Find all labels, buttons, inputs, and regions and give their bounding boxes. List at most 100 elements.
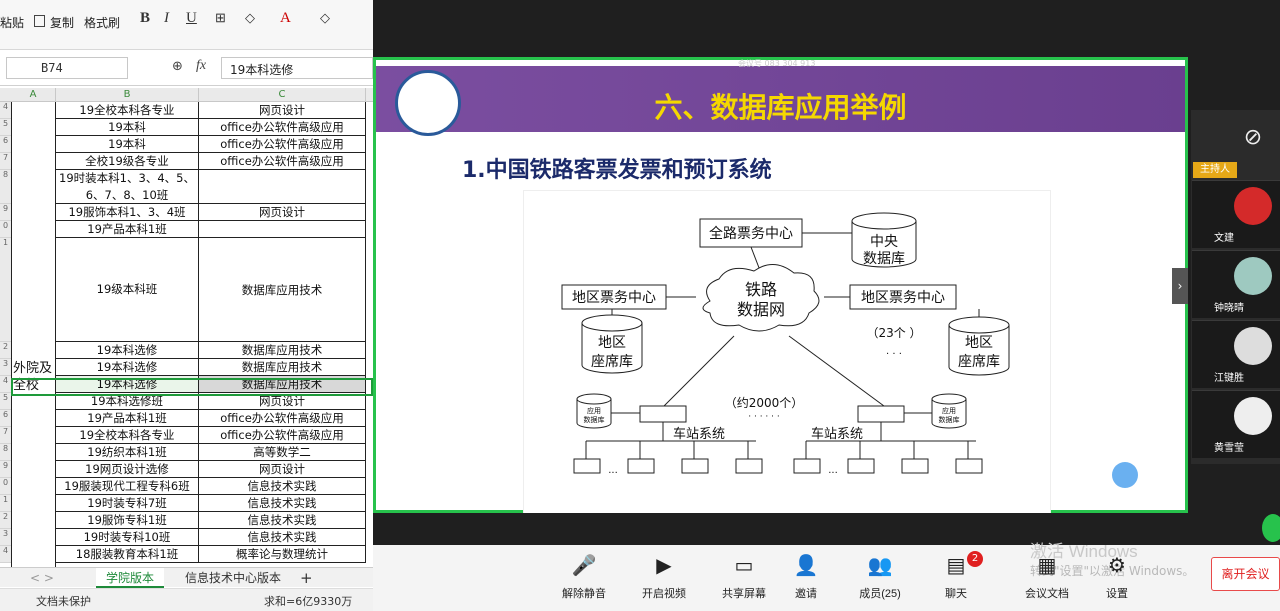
cell-c[interactable]: 数据库应用技术 [199, 376, 366, 393]
invite-button[interactable]: 👤邀请 [771, 545, 841, 611]
row-number[interactable]: 8 [0, 444, 11, 461]
floating-assist-button[interactable] [1112, 462, 1138, 488]
row-number[interactable]: 4 [0, 546, 11, 563]
cell-b[interactable]: 19服装现代工程专科6班 [56, 478, 199, 495]
start-video-button[interactable]: ▶开启视频 [629, 545, 699, 611]
cell-c[interactable]: 信息技术实践 [199, 495, 366, 512]
row-number[interactable]: 7 [0, 153, 11, 170]
fx-icon[interactable]: fx [196, 58, 207, 73]
cell-b[interactable]: 全校19级各专业 [56, 153, 199, 170]
cell-c[interactable]: 网页设计 [199, 461, 366, 478]
col-header-b[interactable]: B [56, 88, 199, 102]
cell-c[interactable]: 高等数学二 [199, 444, 366, 461]
cell-c[interactable]: 网页设计 [199, 102, 366, 119]
tab-info-center-version[interactable]: 信息技术中心版本 [185, 571, 282, 585]
cell-b[interactable]: 19时装专科10班 [56, 529, 199, 546]
cell-b[interactable]: 19全校本科各专业 [56, 427, 199, 444]
cell-c[interactable] [199, 221, 366, 238]
paste-button[interactable]: 粘贴 [0, 16, 25, 30]
row-number[interactable]: 9 [0, 204, 11, 221]
cell-b[interactable]: 19产品本科1班 [56, 410, 199, 427]
share-screen-button[interactable]: ▭共享屏幕 [709, 545, 779, 611]
cell-c[interactable]: 信息技术实践 [199, 512, 366, 529]
bold-button[interactable]: B [140, 10, 151, 26]
row-number[interactable]: 7 [0, 427, 11, 444]
row-number[interactable]: 5 [0, 393, 11, 410]
row-number[interactable]: 2 [0, 512, 11, 529]
cell-b[interactable]: 19本科选修 [56, 342, 199, 359]
leave-meeting-button[interactable]: 离开会议 [1211, 557, 1280, 591]
row-number[interactable]: 6 [0, 410, 11, 427]
cell-b[interactable]: 19时装本科1、3、4、5、6、7、8、10班 [56, 170, 199, 204]
row-number[interactable]: 2 [0, 342, 11, 359]
cell-c[interactable]: 数据库应用技术 [199, 238, 366, 342]
copy-button[interactable]: 复制 [34, 14, 74, 31]
gallery-toggle-chevron-icon[interactable]: › [1172, 268, 1188, 304]
col-header-a[interactable]: A [11, 88, 56, 102]
participant-tile[interactable]: 文建 [1192, 180, 1280, 248]
row-number[interactable]: 8 [0, 170, 11, 204]
row-number[interactable]: 3 [0, 529, 11, 546]
fill-color-icon[interactable]: ◇ [245, 10, 255, 25]
members-button[interactable]: 👥成员(25) [845, 545, 915, 611]
tab-college-version[interactable]: 学院版本 [96, 568, 165, 588]
cell-c[interactable]: 网页设计 [199, 204, 366, 221]
cell-b[interactable]: 19全校本科各专业 [56, 102, 199, 119]
cell-c[interactable]: office办公软件高级应用 [199, 136, 366, 153]
border-icon[interactable]: ⊞ [215, 10, 226, 25]
row-number[interactable]: 4 [0, 376, 11, 393]
cell-b[interactable]: 19产品本科1班 [56, 221, 199, 238]
doc-protect-status[interactable]: 文档未保护 [36, 595, 91, 608]
formula-input[interactable]: 19本科选修 [221, 57, 373, 79]
cell-c[interactable]: office办公软件高级应用 [199, 119, 366, 136]
clear-icon[interactable]: ◇ [320, 10, 330, 25]
cell-b[interactable]: 19纺织本科1班 [56, 444, 199, 461]
cell-c[interactable]: 信息技术实践 [199, 529, 366, 546]
zoom-icon[interactable]: ⊕ [172, 59, 183, 74]
row-number[interactable]: 5 [0, 119, 11, 136]
cell-c[interactable]: 信息技术实践 [199, 478, 366, 495]
participant-tile[interactable]: 江键胜 [1192, 320, 1280, 388]
merged-cell-a[interactable] [11, 102, 56, 568]
name-box[interactable]: B74 [6, 57, 128, 79]
participant-tile[interactable]: 黄雪莹 [1192, 390, 1280, 458]
cell-b[interactable]: 19服饰专科1班 [56, 512, 199, 529]
font-color-button[interactable]: A [280, 10, 291, 26]
row-number[interactable]: 1 [0, 495, 11, 512]
italic-button[interactable]: I [164, 10, 169, 26]
row-number[interactable]: 0 [0, 221, 11, 238]
meeting-docs-button[interactable]: ▦会议文档 [1012, 545, 1082, 611]
settings-button[interactable]: ⚙设置 [1082, 545, 1152, 611]
row-number[interactable]: 4 [0, 102, 11, 119]
floating-badge[interactable] [1262, 514, 1280, 542]
cell-c[interactable]: 概率论与数理统计 [199, 546, 366, 563]
cell-b[interactable]: 19本科选修 [56, 376, 199, 393]
row-number[interactable]: 0 [0, 478, 11, 495]
cell-b[interactable]: 19级本科班 [56, 238, 199, 342]
cell-b[interactable]: 19时装专科7班 [56, 495, 199, 512]
cell-b[interactable]: 18服装教育本科1班 [56, 546, 199, 563]
cell-c[interactable]: 数据库应用技术 [199, 359, 366, 376]
cell-c[interactable]: 数据库应用技术 [199, 342, 366, 359]
format-painter-button[interactable]: 格式刷 [84, 16, 121, 30]
row-number[interactable]: 6 [0, 136, 11, 153]
cell-b[interactable]: 19本科选修 [56, 359, 199, 376]
participant-tile[interactable]: 钟晓晴 [1192, 250, 1280, 318]
cell-c[interactable]: office办公软件高级应用 [199, 427, 366, 444]
cell-c[interactable]: office办公软件高级应用 [199, 153, 366, 170]
cell-b[interactable]: 19本科选修班 [56, 393, 199, 410]
cell-b[interactable]: 19本科 [56, 119, 199, 136]
cell-b[interactable]: 19本科 [56, 136, 199, 153]
row-number[interactable]: 3 [0, 359, 11, 376]
cell-b[interactable]: 19网页设计选修 [56, 461, 199, 478]
tab-nav-arrows[interactable]: < > [30, 571, 54, 585]
col-header-c[interactable]: C [199, 88, 366, 102]
add-sheet-icon[interactable]: + [300, 569, 313, 587]
row-number[interactable]: 9 [0, 461, 11, 478]
row-number[interactable]: 1 [0, 238, 11, 342]
unmute-button[interactable]: 🎤解除静音 [549, 545, 619, 611]
cell-c[interactable]: office办公软件高级应用 [199, 410, 366, 427]
cell-c[interactable] [199, 170, 366, 204]
cell-b[interactable]: 19服饰本科1、3、4班 [56, 204, 199, 221]
